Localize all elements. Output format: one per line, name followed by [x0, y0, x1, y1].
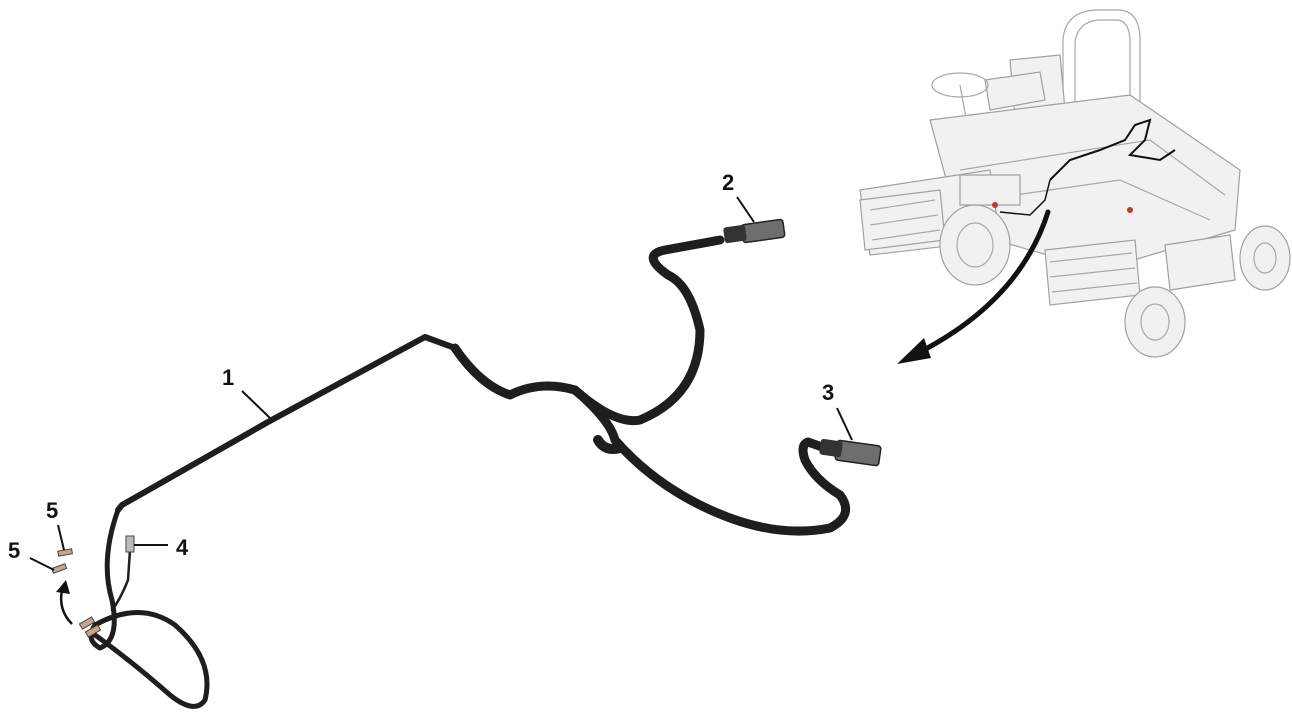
callout-2: 2 — [722, 170, 755, 223]
wire-harness — [88, 235, 851, 709]
callout-number: 5 — [8, 538, 20, 563]
vehicle-illustration — [859, 9, 1291, 358]
terminal-5-upper — [57, 548, 73, 557]
callout-3: 3 — [822, 380, 853, 441]
callout-number: 2 — [722, 170, 734, 195]
pointer-arrow-icon — [897, 209, 1051, 364]
curved-arrow-icon — [56, 580, 73, 625]
callout-4: 4 — [134, 535, 189, 560]
callout-number: 1 — [222, 365, 234, 390]
callout-number: 4 — [176, 535, 189, 560]
harness-end-terminals — [78, 616, 102, 638]
callout-number: 5 — [46, 498, 58, 523]
terminal-5-lower — [51, 563, 68, 574]
connector-2 — [723, 218, 786, 244]
callout-5-lower: 5 — [8, 538, 55, 571]
terminal-4 — [125, 535, 135, 553]
callout-5-upper: 5 — [46, 498, 65, 551]
callout-1: 1 — [222, 365, 271, 419]
callout-number: 3 — [822, 380, 834, 405]
connector-3 — [819, 438, 882, 467]
